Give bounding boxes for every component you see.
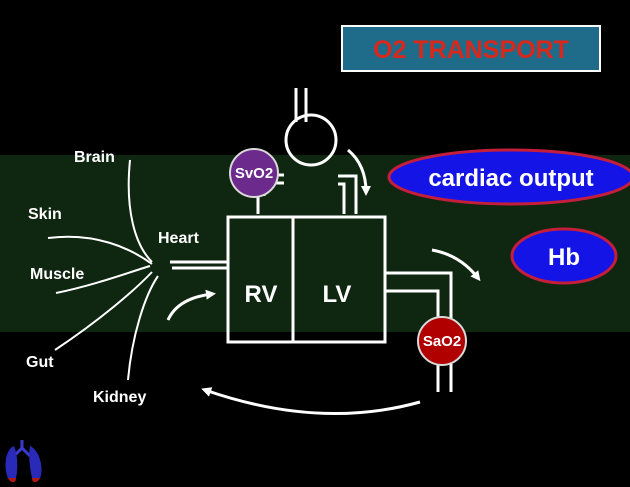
organ-veins (47, 159, 159, 381)
organ-skin: Skin (28, 206, 62, 223)
svo2-badge: SvO2 (229, 148, 279, 198)
rv-label: RV (245, 281, 278, 308)
arterial-flow-arrow (431, 248, 481, 282)
vena-cava (170, 260, 228, 270)
organ-kidney: Kidney (93, 389, 146, 406)
organ-brain: Brain (74, 149, 115, 166)
sao2-label: SaO2 (423, 333, 461, 350)
organ-gut: Gut (26, 354, 54, 371)
cardiac-output-oval: cardiac output (387, 148, 630, 206)
hb-label: Hb (548, 244, 580, 271)
systemic-return-arrow (201, 387, 421, 416)
title-box: O2 TRANSPORT (341, 25, 601, 72)
lungs-icon (5, 440, 42, 483)
cardiac-output-label: cardiac output (428, 165, 593, 192)
organ-muscle: Muscle (30, 266, 84, 283)
hb-oval: Hb (510, 227, 618, 285)
page-title: O2 TRANSPORT (373, 36, 569, 64)
pulmonary-flow-arrow (347, 148, 371, 196)
sao2-badge: SaO2 (417, 316, 467, 366)
organ-heart: Heart (158, 230, 200, 247)
svo2-label: SvO2 (235, 165, 273, 182)
aorta (385, 271, 453, 392)
venous-flow-arrow (166, 289, 216, 321)
lv-label: LV (323, 281, 352, 308)
heart-chambers (226, 215, 387, 344)
